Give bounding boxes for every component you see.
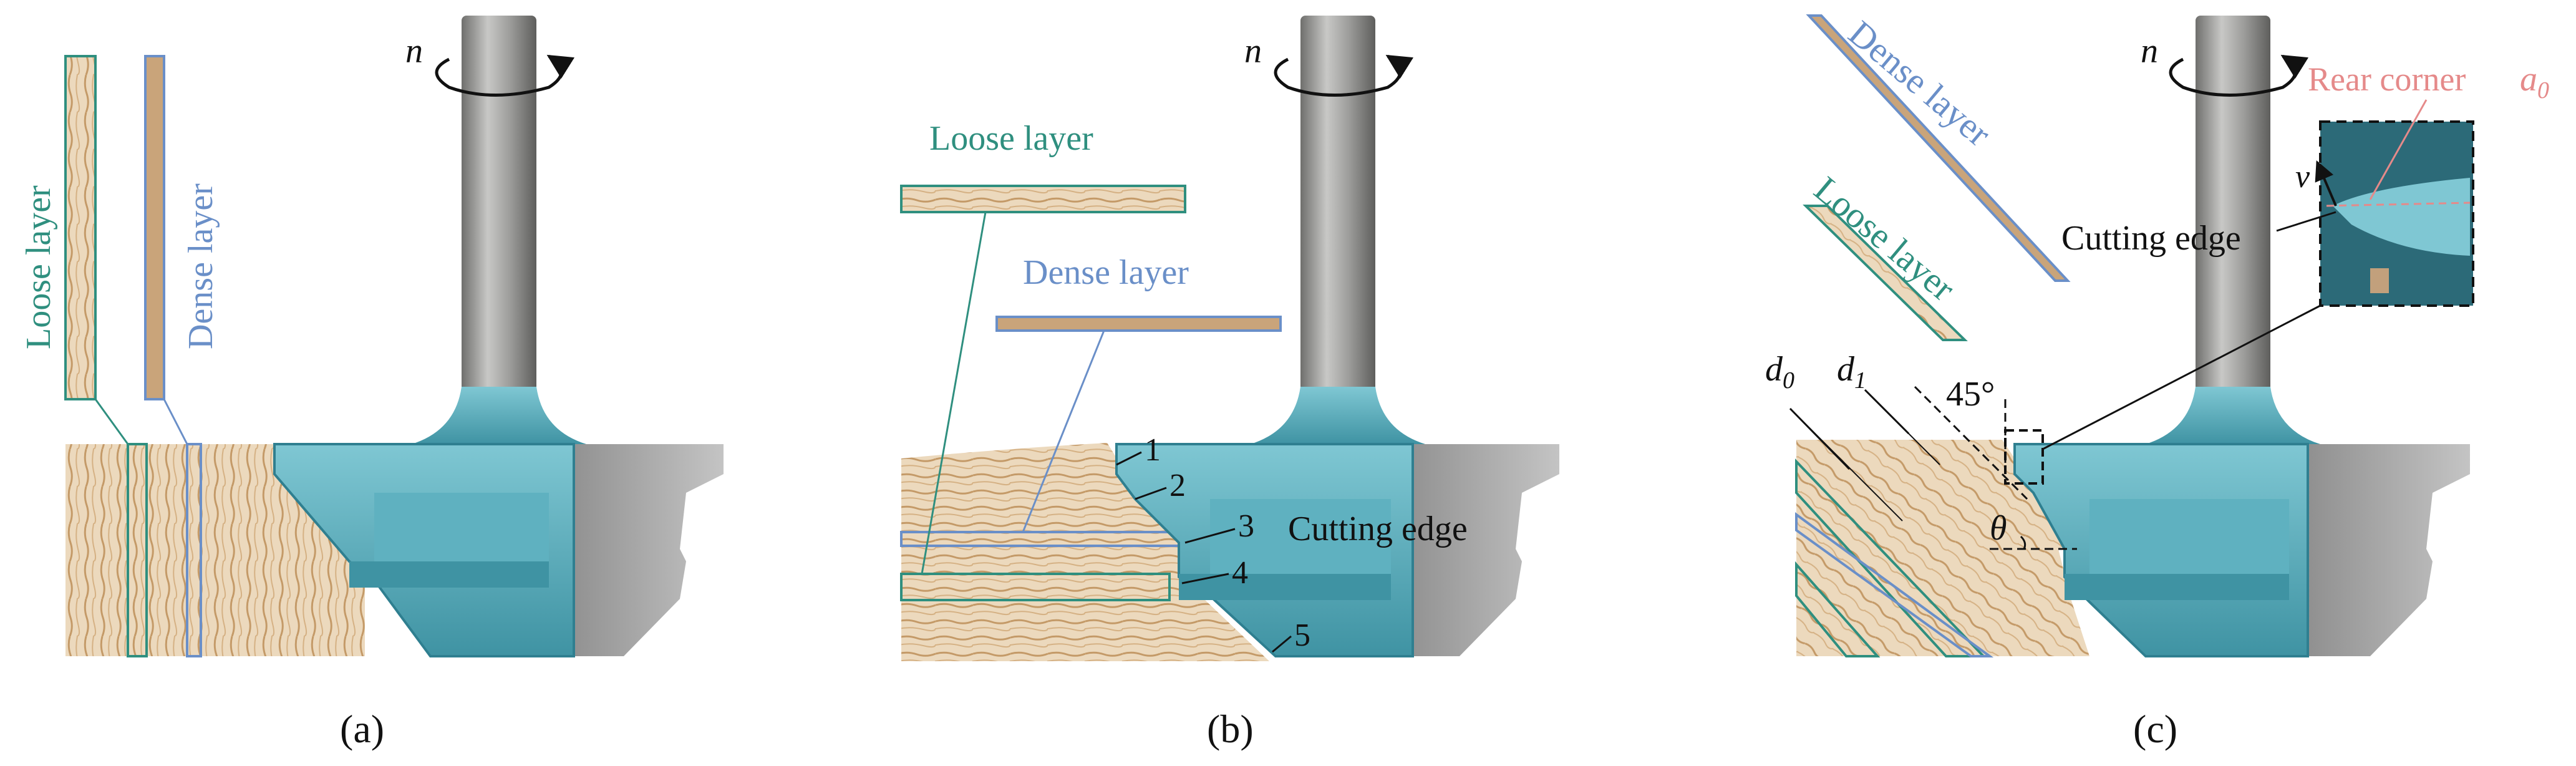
shank: [2196, 16, 2270, 402]
cutting-edge-label: Cutting edge: [2061, 219, 2241, 258]
point-leader-3: [1184, 528, 1236, 544]
point-label-1: 1: [1145, 432, 1161, 468]
loose-layer-in-block: [1795, 458, 1987, 657]
caption-a: (a): [340, 707, 384, 751]
point-leader-5: [1272, 635, 1292, 653]
dense-layer-in-block: [1795, 512, 1994, 657]
point-label-2: 2: [1169, 468, 1186, 503]
loose-layer-strip: [1803, 205, 1968, 341]
gray-backing: [2302, 444, 2470, 656]
point-label-5: 5: [1294, 618, 1310, 653]
cutter-groove: [1210, 499, 1391, 574]
loose-layer-in-block: [900, 573, 1171, 601]
loose-layer-strip: [900, 185, 1186, 213]
dense-layer-strip: [1806, 14, 2071, 282]
tool-neck: [2146, 387, 2320, 444]
panel-a: n Loose layer Dense layer (a): [19, 16, 724, 751]
wood-block: [1796, 440, 2089, 656]
v-arrow: [2315, 160, 2337, 206]
dense-layer-in-block: [186, 443, 202, 657]
point-leader-4: [1181, 573, 1229, 584]
gray-backing: [1397, 444, 1559, 656]
n-label: n: [1244, 32, 1262, 70]
loose-leader: [94, 399, 129, 445]
cutter-flange: [1179, 574, 1391, 600]
tool-neck: [1251, 387, 1425, 444]
cutting-edge-leader: [2276, 211, 2336, 232]
loose-leader: [921, 211, 987, 574]
rotation-arrow: [2169, 54, 2309, 97]
caption-b: (b): [1207, 707, 1254, 751]
shank: [462, 16, 536, 402]
cutter-flange: [2065, 574, 2289, 600]
rear-corner-label: Rear corner: [2308, 61, 2466, 98]
rear-corner-dashed: [2326, 201, 2471, 207]
zoom-leader: [2042, 304, 2321, 450]
zoom-tooth: [2333, 178, 2470, 256]
dense-leader: [1022, 330, 1105, 533]
point-leader-2: [1135, 487, 1167, 500]
tool-neck: [412, 387, 586, 444]
rear-corner-leader: [2369, 99, 2428, 200]
cutter-groove: [374, 493, 549, 561]
shank: [1300, 16, 1375, 402]
a0-label: a0: [2520, 60, 2549, 104]
loose-layer-label: Loose layer: [929, 119, 1093, 158]
d1-label: d1: [1837, 350, 1866, 394]
panel-b: n Loose layer Dense layer 1 2 3 4 5 Cutt…: [900, 16, 1559, 751]
loose-layer-strip: [64, 55, 97, 400]
caption-c: (c): [2133, 707, 2177, 751]
dense-layer-label: Dense layer: [1023, 253, 1189, 292]
dense-layer-label: Dense layer: [182, 183, 220, 349]
zoom-lower-tooth: [2370, 268, 2389, 293]
loose-layer-in-block: [127, 443, 148, 657]
panel-c: n v Dense layer Loose layer Rear corner …: [1765, 12, 2549, 751]
rotation-arrow: [1274, 54, 1414, 97]
gray-backing: [561, 444, 724, 656]
theta-arc: [2020, 535, 2026, 550]
dense-leader: [163, 399, 188, 445]
theta-label: θ: [1990, 509, 2007, 548]
d0-label: d0: [1765, 350, 1794, 394]
dense-layer-strip: [144, 55, 165, 400]
loose-layer-label: Loose layer: [19, 185, 58, 349]
dense-layer-strip: [995, 316, 1282, 332]
cutter-flange: [349, 561, 549, 588]
cutting-edge-label: Cutting edge: [1288, 510, 1468, 548]
loose-layer-label: Loose layer: [1807, 168, 1963, 309]
n-label: n: [2141, 32, 2158, 70]
wood-block: [901, 443, 1269, 661]
d1-ext-1: [1864, 389, 1940, 465]
n-label: n: [405, 32, 423, 70]
cutter-groove: [2089, 499, 2289, 574]
d0-ext-1: [1789, 408, 1903, 521]
point-label-3: 3: [1238, 508, 1254, 544]
angle-45-label: 45°: [1946, 375, 1995, 414]
point-leader-1: [1116, 451, 1142, 466]
rotation-arrow: [435, 54, 575, 97]
v-label: v: [2295, 159, 2310, 195]
loose-layer-in-block-2: [1795, 561, 1881, 657]
point-label-4: 4: [1232, 555, 1248, 591]
